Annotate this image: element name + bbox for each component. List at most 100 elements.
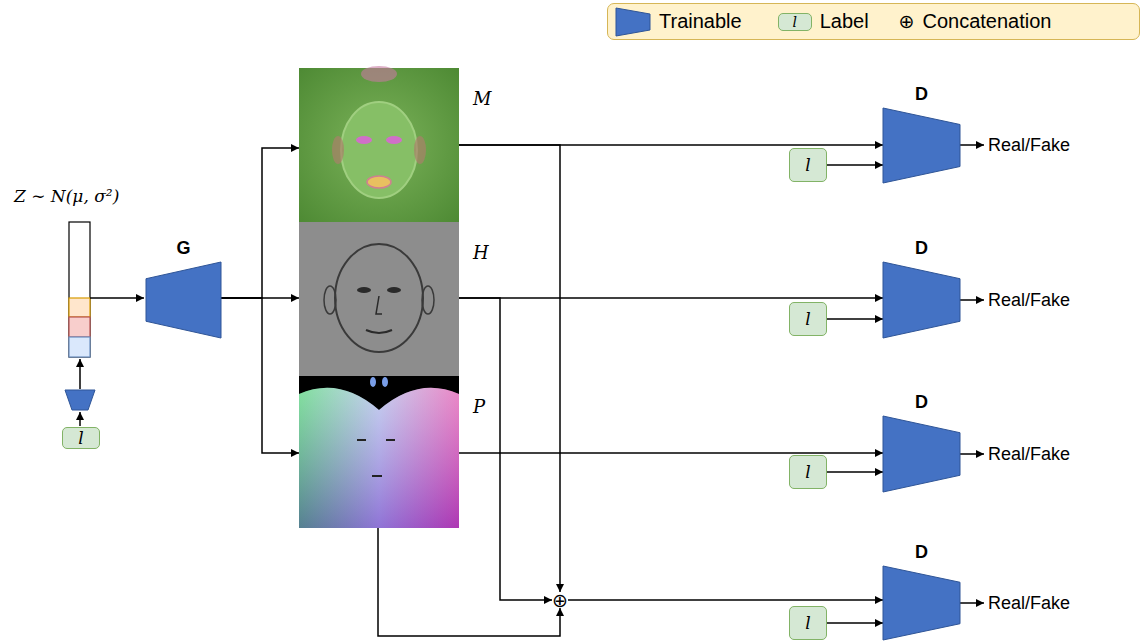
image-detail [370,377,376,387]
latent-cell [69,317,90,337]
connector [459,297,883,299]
trapezoid-sample [616,8,650,36]
legend-sample-text: ⊕ [899,10,915,32]
legend-text: Label [820,10,869,33]
connector [827,318,883,320]
legend-sample-text: l [792,15,796,29]
latent-cell [69,298,90,317]
annotation-label: Real/Fake [988,288,1070,312]
trapezoid-shape [146,262,221,338]
image-detail [335,244,423,352]
connector [459,145,560,592]
trapezoid-outline [883,262,960,338]
image-detail [324,286,336,314]
label-box: l [789,606,827,640]
annotation-label: Real/Fake [988,591,1070,615]
connector [459,298,552,600]
node-text: G [146,237,221,259]
arrow-line [90,297,144,299]
legend-swatch: l [778,13,812,31]
image-detail [357,440,395,476]
trapezoid-shape [883,416,960,492]
image-detail [341,102,417,198]
output-arrow [960,144,984,146]
image-detail [422,286,434,314]
latent-cell [69,337,90,357]
label-box: l [62,427,100,449]
image-detail [332,136,344,164]
connector [378,528,560,636]
annotation-label: Z ∼ N(μ, σ²) [14,184,119,208]
discriminator-block: D [883,416,960,492]
image-detail [356,136,372,144]
node-text: P [473,396,485,418]
image-detail [386,136,402,144]
latent-vector [69,222,90,357]
legend-text: Concatenation [923,10,1052,33]
label-box: l [789,455,827,489]
arrow-line [79,412,81,426]
label-box: l [789,302,827,336]
output-map: M [299,68,459,222]
output-map: P [299,376,459,528]
connector [568,599,883,601]
node-text: D [883,391,960,413]
concatenation-node: ⊕ [552,592,568,608]
encoder-trapezoid [65,390,95,410]
connector [221,298,299,453]
trapezoid-shape [883,566,960,640]
discriminator-block: D [883,566,960,640]
trapezoid-outline [146,262,221,338]
label-box: l [789,148,827,182]
feature-map-image [299,222,459,376]
discriminator-block: D [883,108,960,183]
trapezoid-outline [883,566,960,640]
image-detail [299,388,459,528]
trapezoid-shape [883,108,960,183]
connector [221,148,299,298]
image-detail [361,66,397,82]
feature-map-image [299,376,459,528]
connector [459,452,883,454]
connector [827,622,883,624]
node-text: l [805,463,810,481]
node-text: l [805,310,810,328]
connector [827,471,883,473]
node-text: l [805,614,810,632]
image-detail [367,176,391,188]
output-arrow [960,299,984,301]
image-detail [414,136,426,164]
node-text: l [805,156,810,174]
legend-swatch [615,7,651,37]
feature-map-image [299,68,459,222]
arrow-line [79,359,81,389]
image-detail [366,330,392,333]
output-arrow [960,453,984,455]
output-map: H [299,222,459,376]
generator-block: G [146,262,221,338]
legend-swatch: ⊕ [899,10,915,33]
trapezoid-outline [883,108,960,183]
image-detail [382,377,388,387]
discriminator-block: D [883,262,960,338]
legend-text: Trainable [659,10,742,33]
node-text: D [883,541,960,563]
legend-box: Trainable l Label ⊕ Concatenation [607,3,1140,40]
connector [827,164,883,166]
node-text: D [883,237,960,259]
output-arrow [960,602,984,604]
node-text: ⊕ [552,592,568,608]
node-text: D [883,83,960,105]
image-detail [299,388,459,528]
trapezoid-shape [883,262,960,338]
annotation-label: Real/Fake [988,442,1070,466]
trapezoid-outline [883,416,960,492]
image-detail [357,287,371,293]
node-text: l [78,429,83,447]
node-text: H [473,242,489,264]
node-text: M [473,88,491,110]
image-detail [387,287,401,293]
image-detail [376,296,382,314]
annotation-label: Real/Fake [988,133,1070,157]
